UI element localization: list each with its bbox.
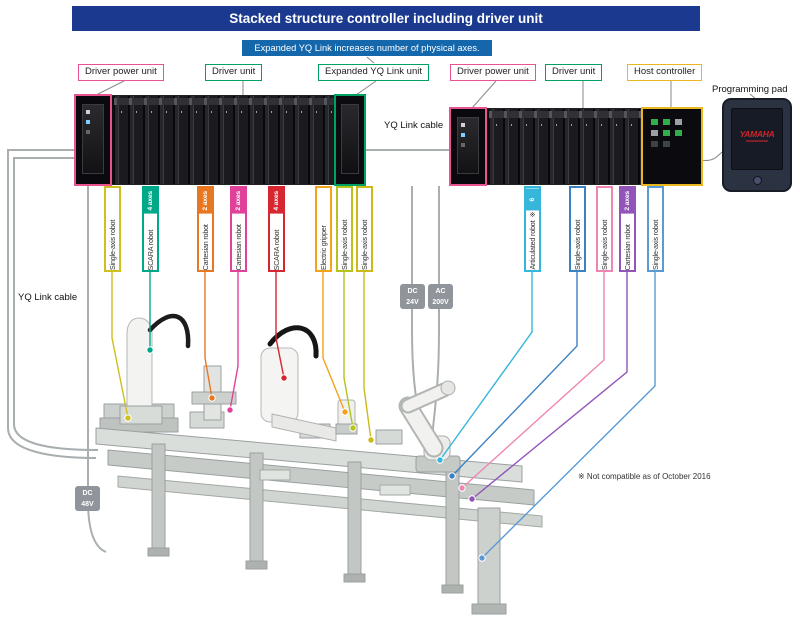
robot-tag-label: Single-axis robot bbox=[600, 219, 609, 270]
connection-line bbox=[363, 272, 372, 441]
right-robot-tag-4: Single-axis robot bbox=[647, 186, 664, 272]
programming-pad: YAMAHA bbox=[722, 98, 792, 192]
axes-badge: 2 axes bbox=[621, 188, 634, 214]
connection-dot bbox=[349, 424, 357, 432]
host-controller-unit bbox=[641, 107, 703, 186]
right-robot-tag-2: Single-axis robot bbox=[596, 186, 613, 272]
axes-badge: 2 axes bbox=[199, 188, 212, 214]
robot-tag-label: Single-axis robot bbox=[340, 219, 349, 270]
pad-screen-text bbox=[746, 140, 768, 142]
connection-dot bbox=[478, 554, 486, 562]
connection-dot bbox=[468, 495, 476, 503]
right-driver-units bbox=[489, 109, 641, 184]
connection-line bbox=[204, 272, 213, 399]
connection-dot bbox=[124, 414, 132, 422]
yq-link-cable-top-label: YQ Link cable bbox=[384, 120, 444, 131]
unit-label-driver-power-unit-0: Driver power unit bbox=[78, 64, 164, 81]
robot-tag-label: Cartesian robot bbox=[234, 223, 243, 270]
scara-robot-figure bbox=[260, 347, 299, 423]
unit-label-driver-unit-1: Driver unit bbox=[205, 64, 263, 81]
robot-tag-label: Single-axis robot bbox=[651, 219, 660, 270]
connection-line bbox=[471, 272, 628, 500]
banner-expanded-yq-link: Expanded YQ Link increases number of phy… bbox=[242, 40, 492, 56]
connection-line bbox=[275, 272, 285, 379]
connection-dot bbox=[208, 394, 216, 402]
right-robot-tag-1: Single-axis robot bbox=[569, 186, 586, 272]
robot-tag-label: Single-axis robot bbox=[108, 219, 117, 270]
left-robot-tag-0: Single-axis robot bbox=[104, 186, 121, 272]
connection-line bbox=[343, 272, 354, 429]
connection-dot bbox=[448, 472, 456, 480]
unit-label-driver-power-unit-3: Driver power unit bbox=[450, 64, 536, 81]
axes-badge: 6 axes bbox=[526, 188, 549, 211]
connection-dot bbox=[226, 406, 234, 414]
yamaha-logo: YAMAHA bbox=[739, 129, 775, 139]
programming-pad-screen: YAMAHA bbox=[731, 108, 783, 170]
axes-badge: 4 axes bbox=[144, 188, 157, 214]
programming-pad-label: Programming pad bbox=[712, 84, 788, 95]
connection-line bbox=[461, 272, 605, 489]
left-robot-tag-5: Electric gripper bbox=[315, 186, 332, 272]
yq-link-cable-left-label: YQ Link cable bbox=[18, 292, 78, 303]
robot-tag-label: SCARA robot bbox=[146, 229, 155, 270]
robot-tag-label: Cartesian robot bbox=[201, 223, 210, 270]
tag-connection-lines bbox=[111, 272, 656, 562]
robot-tag-label: Articulated robot ※ bbox=[528, 210, 537, 270]
connection-dot bbox=[436, 456, 444, 464]
single-axis-robot-figure bbox=[126, 317, 153, 409]
expanded-yq-link-unit bbox=[334, 94, 366, 186]
connection-line bbox=[481, 272, 656, 559]
pad-home-button bbox=[753, 176, 762, 185]
robot-tag-label: Single-axis robot bbox=[360, 219, 369, 270]
connection-line bbox=[451, 272, 578, 477]
robot-cell-illustration bbox=[95, 313, 543, 615]
left-robot-tag-7: Single-axis robot bbox=[356, 186, 373, 272]
robot-tag-label: Electric gripper bbox=[319, 225, 328, 270]
leader-lines bbox=[95, 56, 758, 161]
connection-dot bbox=[458, 484, 466, 492]
connection-dot bbox=[146, 346, 154, 354]
left-robot-tag-6: Single-axis robot bbox=[336, 186, 353, 272]
page-title: Stacked structure controller including d… bbox=[72, 6, 700, 31]
robot-tag-label: Single-axis robot bbox=[573, 219, 582, 270]
robot-tag-label: Cartesian robot bbox=[623, 223, 632, 270]
connection-line bbox=[111, 272, 129, 419]
articulated-robot-figure bbox=[398, 380, 461, 473]
connection-line bbox=[322, 272, 346, 413]
right-controller-stack bbox=[449, 107, 703, 186]
unit-label-host-controller-5: Host controller bbox=[627, 64, 703, 81]
connection-dot bbox=[341, 408, 349, 416]
right-driver-power-unit bbox=[449, 107, 487, 186]
connection-line bbox=[229, 272, 239, 411]
axes-badge: 4 axes bbox=[270, 188, 283, 214]
left-controller-stack bbox=[74, 94, 366, 186]
unit-label-driver-unit-4: Driver unit bbox=[545, 64, 603, 81]
robot-tag-label: SCARA robot bbox=[272, 229, 281, 270]
unit-label-expanded-yq-link-unit-2: Expanded YQ Link unit bbox=[318, 64, 430, 81]
left-driver-power-unit bbox=[74, 94, 112, 186]
connection-dot bbox=[280, 374, 288, 382]
robot-cable bbox=[147, 313, 191, 349]
footnote: ※ Not compatible as of October 2016 bbox=[578, 472, 711, 481]
connection-line bbox=[439, 272, 533, 461]
axes-badge: 2 axes bbox=[232, 188, 245, 214]
left-driver-units bbox=[114, 96, 334, 184]
connection-dot bbox=[367, 436, 375, 444]
